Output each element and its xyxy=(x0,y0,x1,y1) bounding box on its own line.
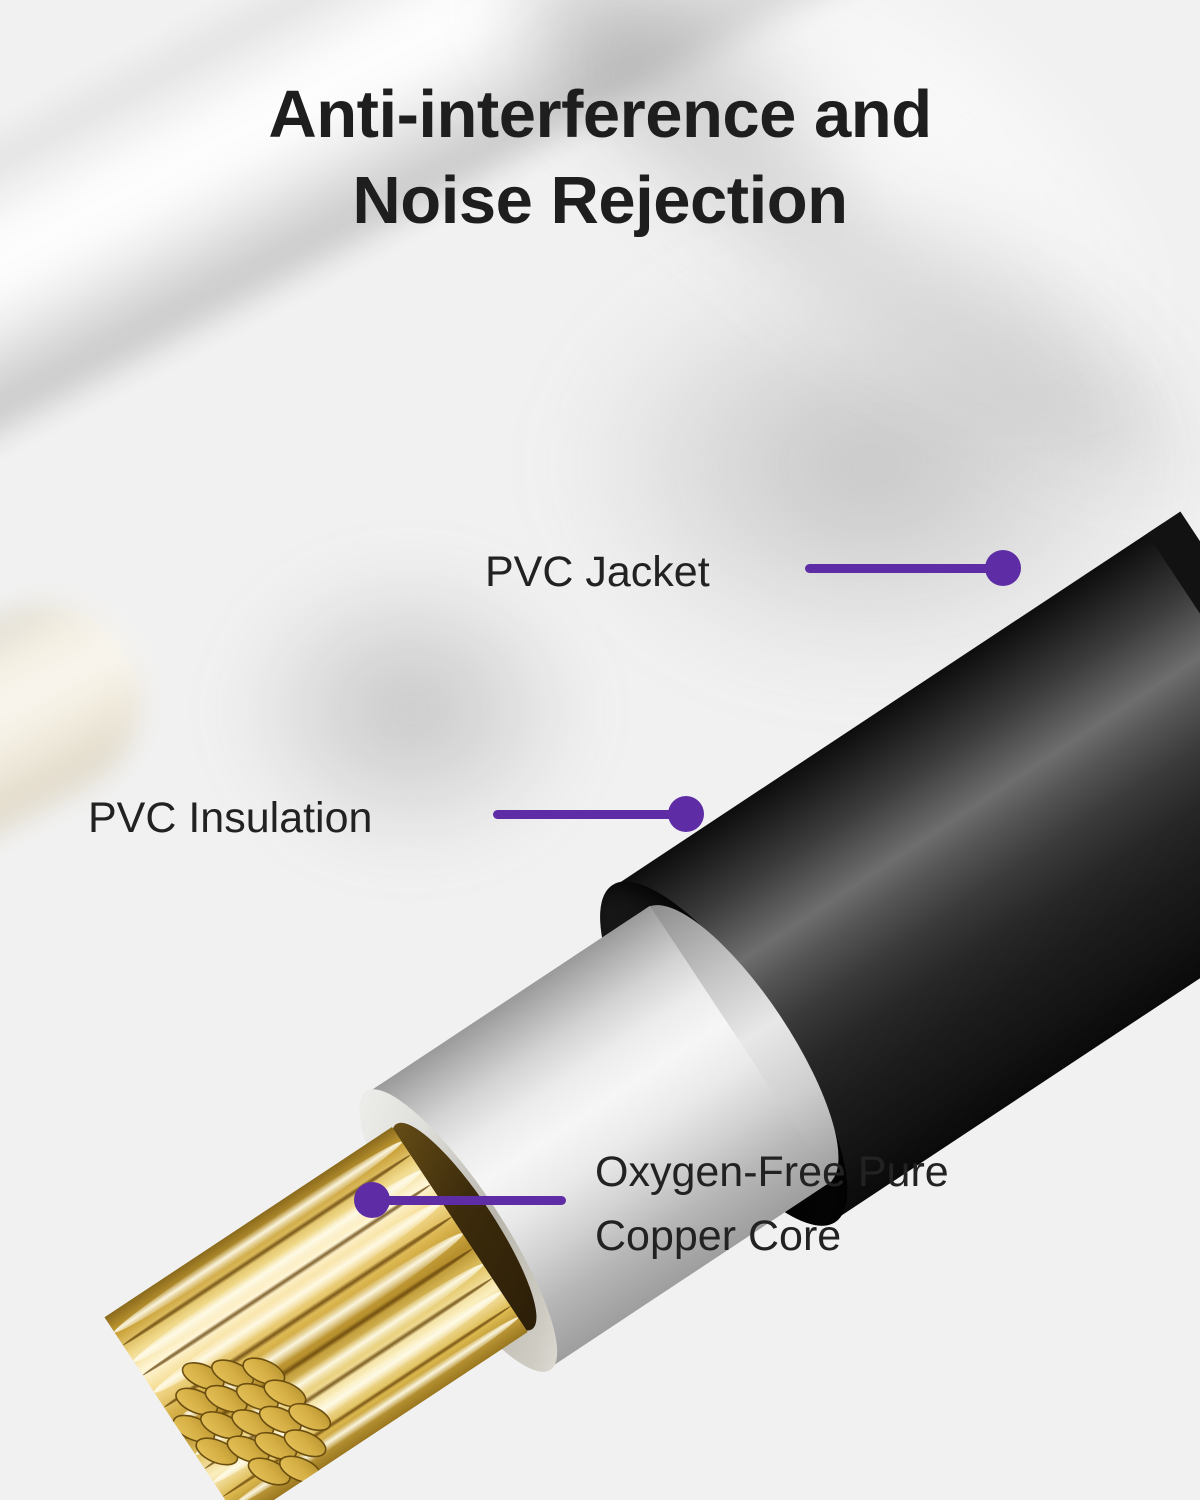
callout-dot-pvc-insulation[interactable] xyxy=(668,796,704,832)
callout-label-copper-core-line-1: Oxygen-Free Pure xyxy=(595,1148,949,1196)
callout-label-copper-core: Oxygen-Free Pure Copper Core xyxy=(595,1140,1065,1268)
callout-dot-pvc-jacket[interactable] xyxy=(985,550,1021,586)
copper-core-bundle xyxy=(104,1126,528,1500)
callout-dot-copper-core[interactable] xyxy=(354,1182,390,1218)
copper-strand-cross-sections xyxy=(172,1357,332,1486)
callout-label-pvc-insulation: PVC Insulation xyxy=(88,794,373,842)
page-title-line-2: Noise Rejection xyxy=(352,163,848,238)
callout-line-pvc-jacket xyxy=(805,564,1005,573)
callout-label-copper-core-line-2: Copper Core xyxy=(595,1212,842,1260)
cable-body xyxy=(30,511,1200,1500)
callout-line-copper-core xyxy=(372,1196,566,1205)
page-title: Anti-interference and Noise Rejection xyxy=(0,72,1200,244)
callout-line-pvc-insulation xyxy=(493,810,689,819)
page-title-line-1: Anti-interference and xyxy=(268,77,932,152)
callout-label-pvc-jacket: PVC Jacket xyxy=(485,548,710,596)
